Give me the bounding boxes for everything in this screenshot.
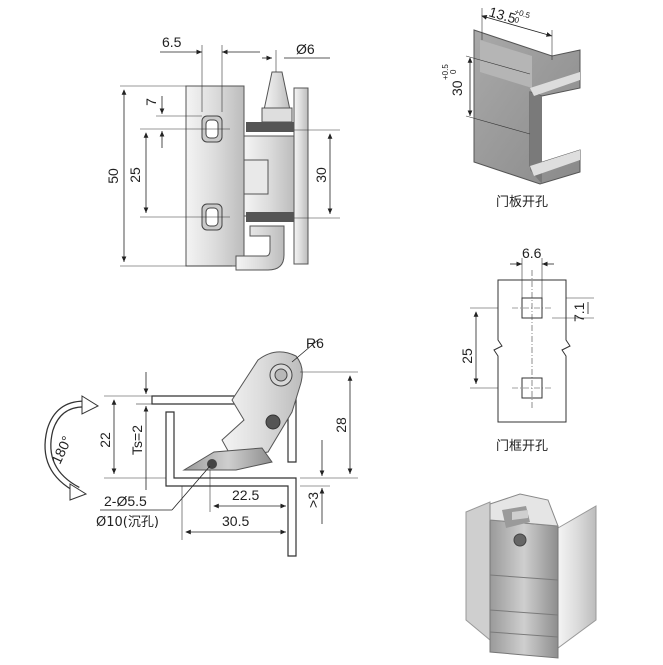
dim-door-width: 13.5	[487, 4, 518, 27]
dim-door-width-upper: +0.5	[513, 7, 531, 20]
dim-rotation: 180°	[48, 433, 75, 466]
dim-holes: 2-Ø5.5	[104, 493, 147, 509]
dim-counterbore: Ø10(沉孔)	[96, 515, 159, 530]
hinge-hook	[235, 225, 285, 271]
dim-frame-square: 6.6	[522, 245, 542, 261]
frame-cutout-caption: 门框开孔	[496, 439, 548, 454]
hinge-arm-lower	[182, 447, 273, 471]
side-view: R6 22 Ts=2 28 >3 22.5 30.5 2-Ø5.5 Ø10(沉孔…	[44, 335, 358, 557]
dim-pin: Ø6	[296, 41, 315, 57]
hinge-pin	[263, 71, 291, 111]
dim-small: 7	[143, 98, 159, 106]
dim-frame-offset: 7.1	[571, 302, 587, 322]
hinge-3d-render	[465, 493, 597, 659]
dim-door-width-lower: 0	[513, 15, 520, 25]
door-cutout-view: 13.5 +0.5 0 30 +0.5 0 门板开孔	[441, 4, 581, 210]
dim-22: 22	[97, 432, 113, 448]
pin-collar	[246, 122, 294, 132]
dim-gt3: >3	[305, 492, 321, 508]
dim-22-5: 22.5	[232, 487, 259, 503]
front-view: 6.5 Ø6 50 25 7 30	[105, 34, 340, 271]
frame-cutout-view: 6.6 7.1 25 门框开孔	[459, 245, 594, 454]
dim-door-height: 30	[449, 80, 465, 96]
dim-30-5: 30.5	[222, 513, 249, 529]
dim-28: 28	[333, 417, 349, 433]
dim-frame-spacing: 25	[459, 348, 475, 364]
dim-hole-spacing: 25	[127, 167, 143, 183]
hinge-leaf	[185, 85, 245, 267]
dim-door-height-upper: +0.5	[441, 64, 450, 80]
dim-radius: R6	[306, 335, 324, 351]
dim-right: 30	[313, 167, 329, 183]
door-cutout-caption: 门板开孔	[496, 195, 548, 210]
dim-height: 50	[105, 168, 121, 184]
dim-door-height-lower: 0	[449, 69, 458, 74]
frame-plate	[165, 411, 297, 557]
dim-top-width: 6.5	[162, 34, 182, 50]
dim-ts: Ts=2	[129, 425, 145, 455]
